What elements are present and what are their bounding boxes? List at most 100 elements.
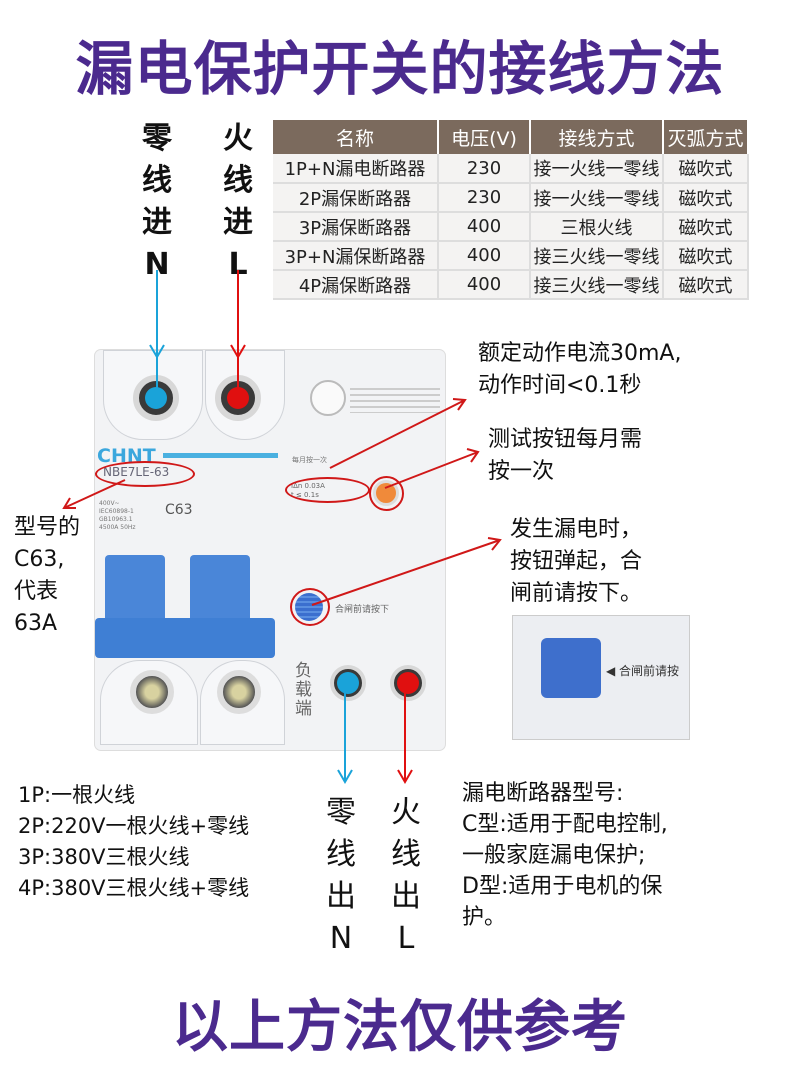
test-hint-text: 每月按一次: [292, 456, 327, 464]
line: 发生漏电时，: [510, 517, 643, 542]
spec-text: 400V~ IEC60898-1 GB10963.1 4500A 50Hz: [99, 500, 136, 532]
char: 出: [391, 879, 421, 914]
char: 火: [223, 121, 253, 156]
neutral-marker: [145, 387, 167, 409]
test-button-ring: [369, 476, 404, 511]
table-cell: 1P+N漏电断路器: [273, 154, 439, 184]
table-cell: 400: [438, 241, 531, 271]
inset-reset-button: [541, 638, 601, 698]
line: 漏电断路器型号:: [462, 781, 624, 806]
char: 进: [142, 205, 172, 240]
rated-current-note: 额定动作电流30mA, 动作时间<0.1秒: [478, 338, 681, 402]
table-header-row: 名称 电压(V) 接线方式 灭弧方式: [273, 120, 749, 154]
list-item: 1P:一根火线: [18, 783, 136, 807]
page-title: 漏电保护开关的接线方法: [75, 35, 725, 103]
char: N: [144, 247, 170, 282]
char: L: [397, 921, 415, 956]
spec: 400V~: [99, 500, 120, 507]
col-header: 电压(V): [438, 120, 531, 154]
line: 按钮弹起，合: [510, 549, 643, 574]
line: 63A: [14, 611, 58, 636]
char: 线: [391, 837, 421, 872]
leak-reset-note: 发生漏电时， 按钮弹起，合 闸前请按下。: [510, 514, 642, 610]
line: 动作时间<0.1秒: [478, 373, 642, 398]
line: 护。: [462, 905, 507, 930]
inset-label-text: 合闸前请按: [619, 664, 680, 678]
table-cell: 3P+N漏保断路器: [273, 241, 439, 271]
char: N: [329, 921, 353, 956]
live-in-label: 火 线 进 L: [218, 118, 258, 286]
char: 线: [223, 163, 253, 198]
char: 进: [223, 205, 253, 240]
table-cell: 230: [438, 154, 531, 184]
table-cell: 接三火线一零线: [530, 270, 664, 300]
line: 型号的: [14, 515, 81, 540]
char: 零: [326, 795, 356, 830]
rating-text: C63: [165, 502, 193, 518]
brand-stripe: [163, 453, 278, 458]
neutral-marker: [337, 672, 359, 694]
list-item: 3P:380V三根火线: [18, 845, 190, 869]
line: C型:适用于配电控制,: [462, 812, 668, 837]
reset-button-inset: ◀ 合闸前请按: [512, 615, 690, 740]
line: 测试按钮每月需: [488, 427, 643, 452]
list-item: 4P:380V三根火线+零线: [18, 876, 250, 900]
table-cell: 磁吹式: [663, 270, 749, 300]
pole-type-list: 1P:一根火线 2P:220V一根火线+零线 3P:380V三根火线 4P:38…: [18, 780, 249, 904]
line: C63,: [14, 547, 65, 572]
line: 额定动作电流30mA,: [478, 341, 682, 366]
line: 一般家庭漏电保护;: [462, 843, 646, 868]
load-side-text: 负载端: [295, 661, 312, 719]
test-button-note: 测试按钮每月需 按一次: [488, 424, 642, 488]
output-screw: [217, 670, 261, 714]
line: 代表: [14, 579, 59, 604]
line: 闸前请按下。: [510, 581, 643, 606]
table-cell: 2P漏保断路器: [273, 183, 439, 213]
table-cell: 400: [438, 270, 531, 300]
line: D型:适用于电机的保: [462, 874, 663, 899]
output-screw: [130, 670, 174, 714]
table-cell: 三根火线: [530, 212, 664, 242]
live-marker: [227, 387, 249, 409]
char: 火: [391, 795, 421, 830]
char: 零: [142, 121, 172, 156]
footer-disclaimer: 以上方法仅供参考: [172, 995, 628, 1060]
spec: GB10963.1: [99, 516, 133, 523]
breaker-type-note: 漏电断路器型号: C型:适用于配电控制, 一般家庭漏电保护; D型:适用于电机的…: [462, 778, 668, 933]
char: 线: [326, 837, 356, 872]
reset-hint-text: 合闸前请按下: [335, 605, 390, 615]
indicator-window: [310, 380, 346, 416]
line: 按一次: [488, 459, 555, 484]
col-header: 名称: [273, 120, 439, 154]
table-cell: 接一火线一零线: [530, 154, 664, 184]
table-cell: 磁吹式: [663, 212, 749, 242]
live-out-label: 火 线 出 L: [386, 792, 426, 960]
handle-bar[interactable]: [95, 618, 275, 658]
col-header: 接线方式: [530, 120, 664, 154]
char: 出: [326, 879, 356, 914]
trip-spec-ring: [285, 477, 370, 503]
spec: IEC60898-1: [99, 508, 134, 515]
inset-label: ◀ 合闸前请按: [606, 664, 680, 678]
table-cell: 230: [438, 183, 531, 213]
col-header: 灭弧方式: [663, 120, 749, 154]
live-marker: [397, 672, 419, 694]
table-cell: 4P漏保断路器: [273, 270, 439, 300]
neutral-in-label: 零 线 进 N: [137, 118, 177, 286]
spec: 4500A 50Hz: [99, 524, 136, 531]
neutral-out-label: 零 线 出 N: [321, 792, 361, 960]
list-item: 2P:220V一根火线+零线: [18, 814, 250, 838]
model-highlight-ring: [95, 461, 195, 487]
char: L: [228, 247, 248, 282]
model-note: 型号的 C63, 代表 63A: [14, 512, 80, 640]
table-cell: 接一火线一零线: [530, 183, 664, 213]
table-cell: 磁吹式: [663, 154, 749, 184]
table-cell: 400: [438, 212, 531, 242]
table-cell: 接三火线一零线: [530, 241, 664, 271]
table-cell: 磁吹式: [663, 241, 749, 271]
reset-button-ring: [290, 588, 330, 626]
